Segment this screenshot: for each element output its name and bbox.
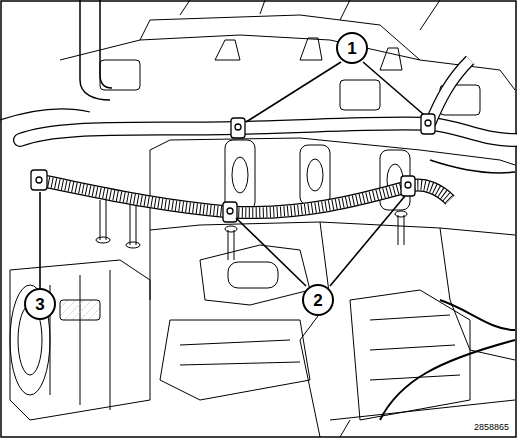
callout-number: 3 (35, 296, 44, 313)
figure-number: 2858865 (473, 423, 510, 432)
callout-number: 1 (347, 40, 356, 57)
callout-number: 2 (313, 292, 322, 309)
